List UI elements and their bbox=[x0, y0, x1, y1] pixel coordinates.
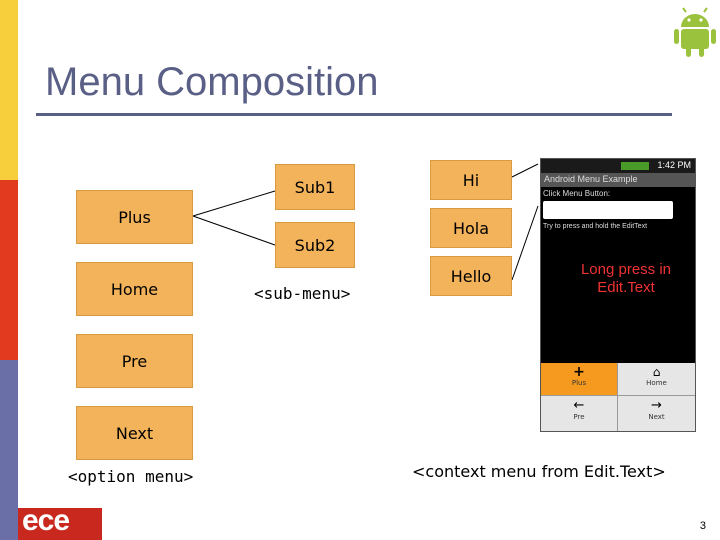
phone-screenshot: 1:42 PM Android Menu Example Click Menu … bbox=[540, 158, 696, 432]
phone-title-bar: Android Menu Example bbox=[541, 173, 695, 187]
plus-icon: + bbox=[573, 364, 585, 380]
option-menu-pre[interactable]: Pre bbox=[76, 334, 193, 388]
stripe-top bbox=[0, 0, 18, 180]
phone-menu-home-label: Home bbox=[646, 379, 667, 387]
submenu-sub2[interactable]: Sub2 bbox=[275, 222, 355, 268]
ece-logo-text: ece bbox=[22, 508, 70, 537]
context-menu-hello-label: Hello bbox=[450, 266, 492, 286]
title-underline bbox=[36, 113, 672, 116]
context-menu-hola-label: Hola bbox=[452, 218, 490, 238]
home-icon: ⌂ bbox=[652, 365, 661, 379]
context-menu-caption: <context menu from Edit.Text> bbox=[412, 462, 666, 481]
status-time: 1:42 PM bbox=[657, 160, 691, 170]
phone-annotation: Long press in Edit.Text bbox=[580, 261, 672, 296]
option-menu-home-label: Home bbox=[110, 279, 159, 299]
slide-title: Menu Composition bbox=[45, 60, 379, 104]
phone-menu-pre-label: Pre bbox=[573, 413, 585, 421]
arrow-left-icon: ← bbox=[573, 398, 585, 413]
option-menu-plus-label: Plus bbox=[118, 207, 151, 227]
phone-menu-pre[interactable]: ← Pre bbox=[541, 396, 618, 431]
phone-menu-plus[interactable]: + Plus bbox=[541, 363, 618, 396]
option-menu-next[interactable]: Next bbox=[76, 406, 193, 460]
phone-menu-next[interactable]: → Next bbox=[618, 396, 695, 431]
stripe-bottom bbox=[0, 360, 18, 540]
phone-menu-next-label: Next bbox=[648, 413, 665, 421]
stripe-middle bbox=[0, 180, 18, 360]
phone-menu-home[interactable]: ⌂ Home bbox=[618, 363, 695, 396]
context-menu-hi-label: Hi bbox=[462, 170, 480, 190]
android-robot-icon bbox=[674, 7, 716, 57]
option-menu-home[interactable]: Home bbox=[76, 262, 193, 316]
option-menu-pre-label: Pre bbox=[121, 351, 148, 371]
arrow-right-icon: → bbox=[651, 398, 662, 413]
app-title: Android Menu Example bbox=[544, 174, 638, 184]
submenu-sub2-label: Sub2 bbox=[294, 235, 336, 255]
phone-text-1: Click Menu Button: bbox=[543, 189, 611, 198]
submenu-sub1[interactable]: Sub1 bbox=[275, 164, 355, 210]
context-menu-hello[interactable]: Hello bbox=[430, 256, 512, 296]
submenu-caption: <sub-menu> bbox=[254, 284, 351, 303]
option-menu-next-label: Next bbox=[115, 423, 154, 443]
status-icons bbox=[621, 162, 649, 170]
context-menu-hi[interactable]: Hi bbox=[430, 160, 512, 200]
option-menu-caption: <option menu> bbox=[68, 467, 194, 486]
context-menu-hola[interactable]: Hola bbox=[430, 208, 512, 248]
ece-logo: ece bbox=[18, 508, 102, 540]
phone-status-bar: 1:42 PM bbox=[541, 159, 695, 173]
option-menu-plus[interactable]: Plus bbox=[76, 190, 193, 244]
phone-edit-text[interactable] bbox=[543, 201, 673, 219]
phone-text-2: Try to press and hold the EditText bbox=[543, 223, 648, 230]
page-number: 3 bbox=[699, 520, 706, 532]
submenu-sub1-label: Sub1 bbox=[294, 177, 336, 197]
phone-menu-plus-label: Plus bbox=[571, 379, 587, 387]
